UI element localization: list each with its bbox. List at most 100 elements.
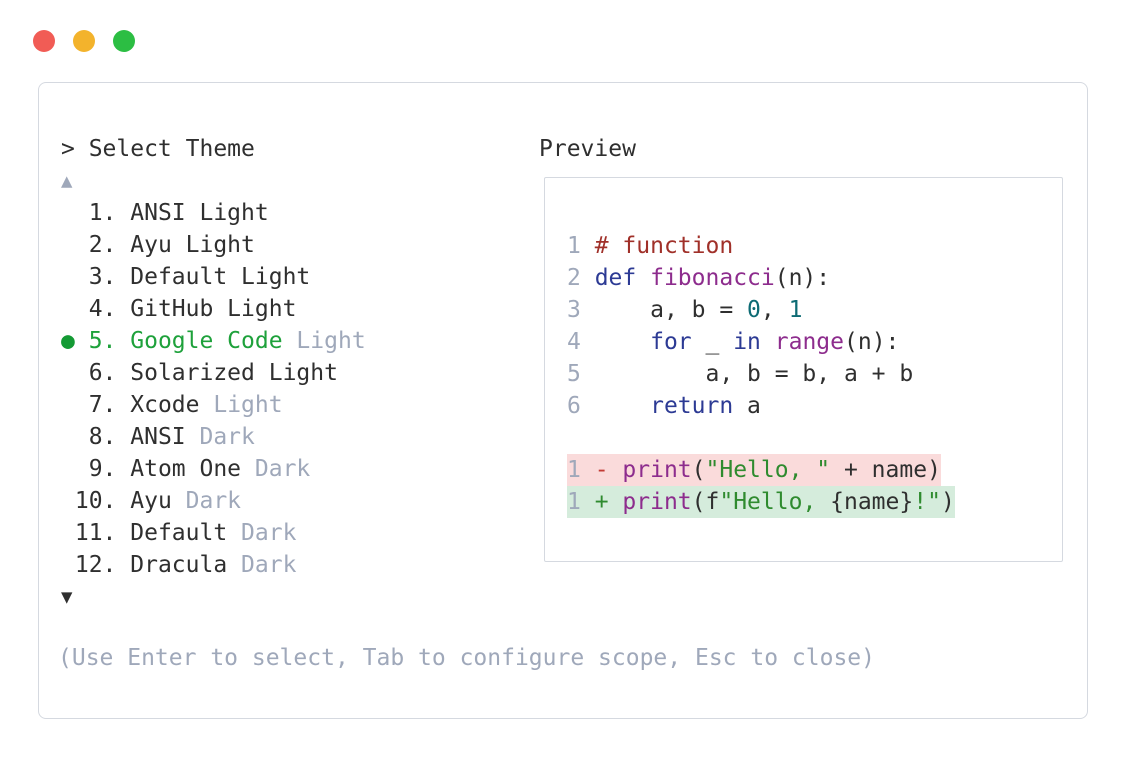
code-token-kw: for	[650, 329, 692, 355]
dot-placeholder	[61, 456, 75, 482]
theme-item[interactable]: 9. Atom One Dark	[61, 453, 366, 485]
diff-added-highlight: 1 + print(f"Hello, {name}!")	[567, 486, 955, 518]
theme-item-number: 1.	[74, 200, 131, 226]
theme-item[interactable]: ● 5. Google Code Light	[61, 325, 366, 357]
preview-title: Preview	[539, 136, 636, 162]
theme-item-variant: Dark	[227, 520, 297, 546]
code-token-ln: 1	[567, 489, 595, 515]
dot-placeholder	[61, 392, 75, 418]
theme-item-name: Solarized Light	[130, 360, 338, 386]
dot-placeholder	[61, 232, 75, 258]
diff-removed-highlight: 1 - print("Hello, " + name)	[567, 454, 941, 486]
theme-item-name: Ayu Light	[130, 232, 255, 258]
code-token-plain: {name}	[830, 489, 914, 515]
code-line: 5 a, b = b, a + b	[567, 358, 955, 390]
code-token-ln: 1	[567, 457, 595, 483]
code-token-ln: 1	[567, 233, 595, 259]
theme-item[interactable]: 11. Default Dark	[61, 517, 366, 549]
dot-placeholder	[61, 200, 75, 226]
theme-item[interactable]: 10. Ayu Dark	[61, 485, 366, 517]
theme-item-name: ANSI	[130, 424, 186, 450]
theme-selector-dialog: > Select Theme ▲ 1. ANSI Light 2. Ayu Li…	[38, 82, 1088, 719]
code-token-plain: + name)	[830, 457, 941, 483]
theme-list: 1. ANSI Light 2. Ayu Light 3. Default Li…	[61, 197, 366, 581]
theme-item-number: 12.	[74, 552, 131, 578]
dot-placeholder	[61, 520, 75, 546]
selected-dot-icon: ●	[61, 328, 75, 354]
theme-item-number: 9.	[74, 456, 131, 482]
code-token-plain: (f	[691, 489, 720, 515]
theme-item-variant: Dark	[171, 488, 242, 514]
theme-item-name: Default Light	[130, 264, 311, 290]
code-token-fn: print	[622, 489, 692, 515]
theme-item-number: 10.	[74, 488, 131, 514]
code-token-plain: (n):	[774, 265, 831, 291]
code-line: 2 def fibonacci(n):	[567, 262, 955, 294]
code-line: 3 a, b = 0, 1	[567, 294, 955, 326]
code-token-minus: -	[594, 457, 623, 483]
scroll-down-indicator-icon[interactable]: ▼	[61, 586, 73, 608]
theme-item-number: 8.	[74, 424, 131, 450]
preview-pane: 1 # function 2 def fibonacci(n):3 a, b = …	[544, 177, 1063, 562]
minimize-button[interactable]	[73, 30, 95, 52]
theme-item[interactable]: 3. Default Light	[61, 261, 366, 293]
dot-placeholder	[61, 264, 75, 290]
close-button[interactable]	[33, 30, 55, 52]
code-token-kw: in	[733, 329, 761, 355]
code-token-plain: a, b = b, a + b	[594, 361, 914, 387]
blank-line	[567, 422, 955, 454]
code-token-str: !"	[913, 489, 941, 515]
code-token-kw: def	[594, 265, 637, 291]
diff-added-line: 1 + print(f"Hello, {name}!")	[567, 486, 955, 518]
theme-item-name: ANSI Light	[130, 200, 269, 226]
code-token-ln: 4	[567, 329, 595, 355]
zoom-button[interactable]	[113, 30, 135, 52]
theme-item-number: 6.	[74, 360, 131, 386]
theme-item[interactable]: 1. ANSI Light	[61, 197, 366, 229]
code-token-fn: range	[774, 329, 844, 355]
theme-item-name: GitHub Light	[130, 296, 297, 322]
theme-item-variant: Dark	[227, 552, 297, 578]
code-token-plain: _	[691, 329, 734, 355]
theme-item-name: Xcode	[130, 392, 200, 418]
code-token-plus: +	[594, 489, 623, 515]
code-token-ln: 6	[567, 393, 595, 419]
theme-item[interactable]: 4. GitHub Light	[61, 293, 366, 325]
theme-item-number: 7.	[74, 392, 131, 418]
theme-item-number: 5.	[74, 328, 131, 354]
code-token-lit: 1	[788, 297, 803, 323]
theme-item-number: 3.	[74, 264, 131, 290]
code-token-kw: return	[650, 393, 734, 419]
code-token-plain	[595, 329, 650, 355]
code-token-com: # function	[594, 233, 734, 259]
theme-item-variant: Light	[282, 328, 366, 354]
theme-item[interactable]: 2. Ayu Light	[61, 229, 366, 261]
code-line: 6 return a	[567, 390, 955, 422]
window-controls	[33, 30, 135, 52]
theme-item[interactable]: 8. ANSI Dark	[61, 421, 366, 453]
dot-placeholder	[61, 360, 75, 386]
theme-item-name: Dracula	[130, 552, 228, 578]
dot-placeholder	[61, 488, 75, 514]
code-token-fn: print	[622, 457, 692, 483]
code-token-ln: 2	[567, 265, 595, 291]
code-token-plain	[595, 393, 650, 419]
prompt-text: > Select Theme	[61, 136, 255, 162]
code-token-plain: ,	[760, 297, 789, 323]
code-token-plain: a	[733, 393, 761, 419]
dot-placeholder	[61, 296, 75, 322]
theme-item-name: Atom One	[130, 456, 242, 482]
code-line: 4 for _ in range(n):	[567, 326, 955, 358]
dot-placeholder	[61, 552, 75, 578]
help-text: (Use Enter to select, Tab to configure s…	[58, 645, 875, 671]
theme-item-number: 2.	[74, 232, 131, 258]
code-token-plain: a, b =	[594, 297, 748, 323]
theme-item[interactable]: 7. Xcode Light	[61, 389, 366, 421]
theme-item-variant: Light	[199, 392, 283, 418]
theme-item[interactable]: 12. Dracula Dark	[61, 549, 366, 581]
theme-item-name: Ayu	[130, 488, 172, 514]
theme-item[interactable]: 6. Solarized Light	[61, 357, 366, 389]
scroll-up-indicator-icon[interactable]: ▲	[61, 170, 73, 192]
code-token-plain: (	[691, 457, 706, 483]
